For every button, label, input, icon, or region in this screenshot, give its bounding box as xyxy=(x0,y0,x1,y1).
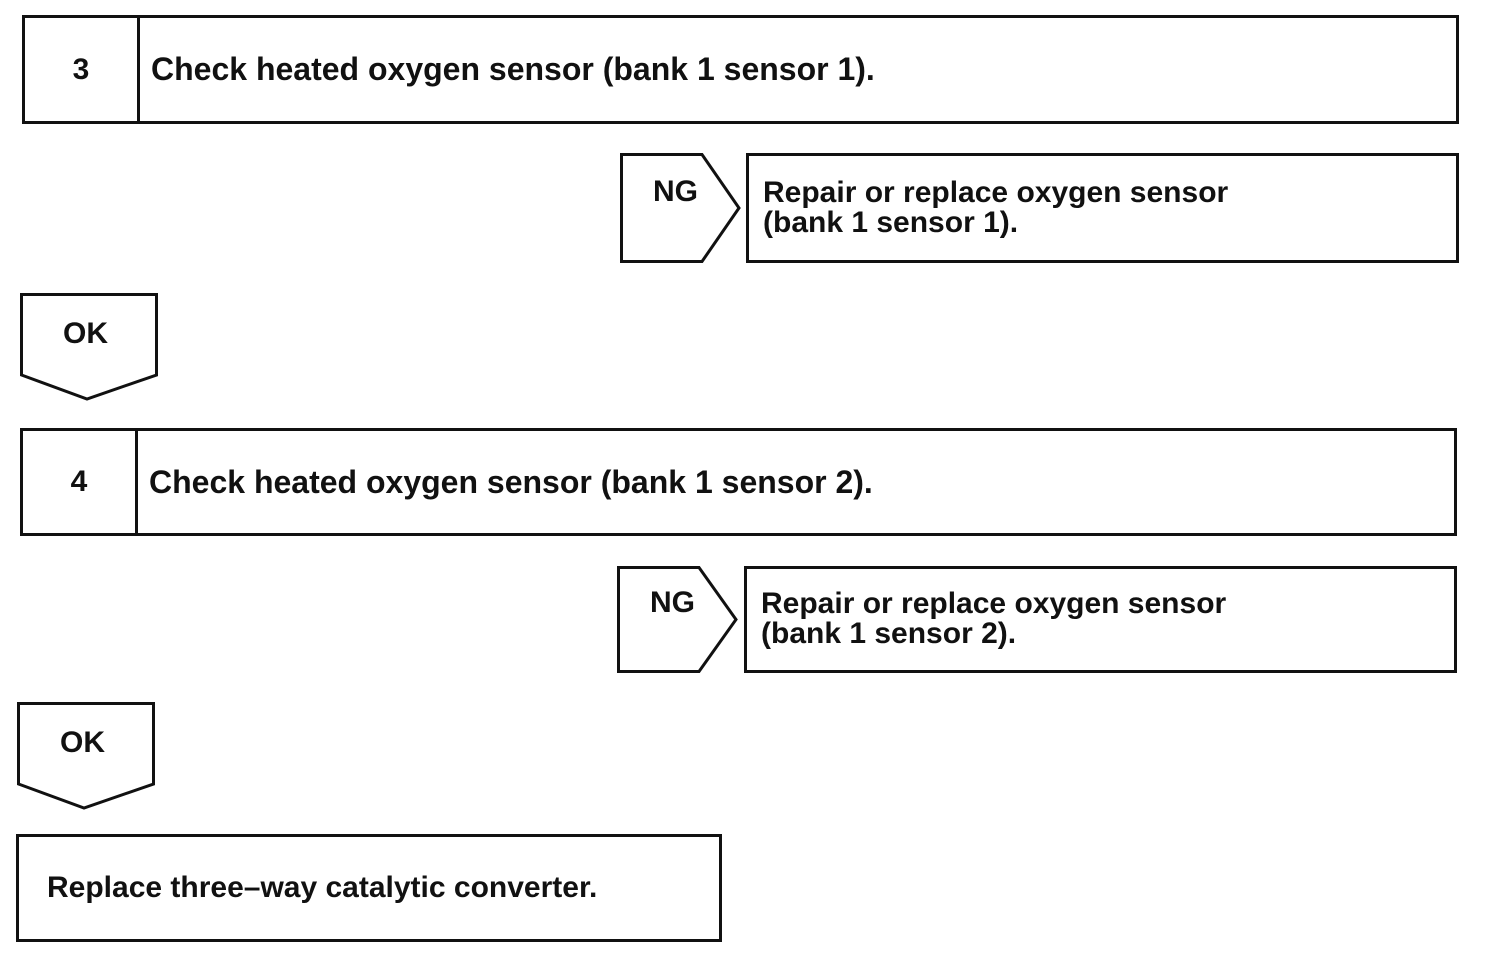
ng-action-text: Repair or replace oxygen sensor (bank 1 … xyxy=(761,589,1226,649)
ng-arrow-step-3: NG xyxy=(620,153,742,263)
ng-action-line: Repair or replace oxygen sensor xyxy=(763,176,1229,209)
ng-action-box-step-3: Repair or replace oxygen sensor (bank 1 … xyxy=(746,153,1459,263)
down-arrow-icon xyxy=(20,293,158,401)
ng-arrow-step-4: NG xyxy=(617,566,739,673)
ng-action-line: Repair or replace oxygen sensor xyxy=(761,587,1227,620)
down-arrow-icon xyxy=(17,702,155,810)
step-number: 4 xyxy=(23,431,138,533)
ng-action-text: Repair or replace oxygen sensor (bank 1 … xyxy=(763,178,1228,238)
step-title: Check heated oxygen sensor (bank 1 senso… xyxy=(151,51,875,87)
step-number: 3 xyxy=(25,18,140,121)
ok-arrow-step-4: OK xyxy=(17,702,157,812)
step-title: Check heated oxygen sensor (bank 1 senso… xyxy=(149,463,873,500)
step-4-box: 4 Check heated oxygen sensor (bank 1 sen… xyxy=(20,428,1457,536)
ng-label: NG xyxy=(653,175,698,208)
ng-action-box-step-4: Repair or replace oxygen sensor (bank 1 … xyxy=(744,566,1457,673)
ng-label: NG xyxy=(650,586,695,619)
ok-label: OK xyxy=(60,726,105,759)
final-action-box: Replace three–way catalytic converter. xyxy=(16,834,722,942)
ok-label: OK xyxy=(63,317,108,350)
right-arrow-icon xyxy=(617,566,738,673)
ng-action-line: (bank 1 sensor 1). xyxy=(763,206,1019,239)
ng-action-line: (bank 1 sensor 2). xyxy=(761,617,1017,650)
ok-arrow-step-3: OK xyxy=(20,293,160,403)
step-3-box: 3 Check heated oxygen sensor (bank 1 sen… xyxy=(22,15,1459,124)
final-action-text: Replace three–way catalytic converter. xyxy=(47,871,598,904)
right-arrow-icon xyxy=(620,153,741,263)
